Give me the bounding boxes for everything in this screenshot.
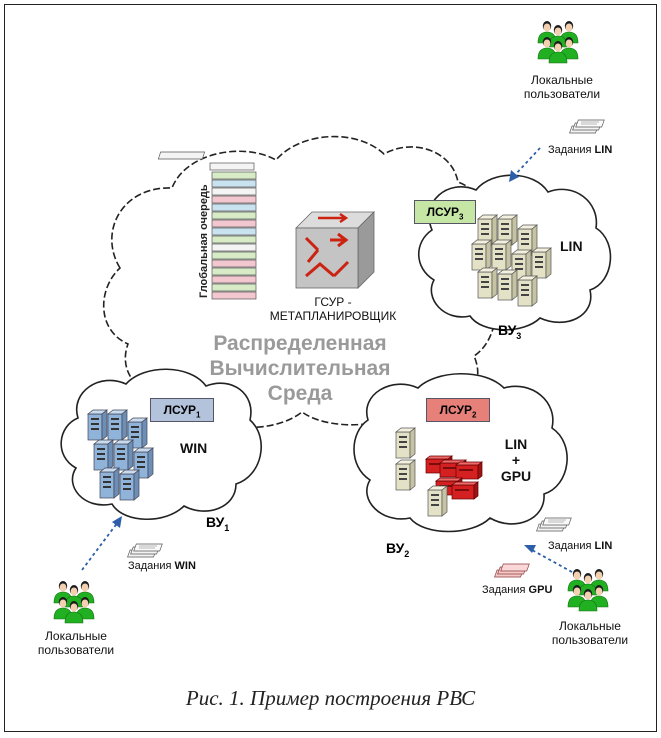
users-label-top-line-1: Локальные xyxy=(531,73,593,87)
tasks-lin-top-prefix: Задания xyxy=(548,144,592,156)
vu2-os-label: LIN + GPU xyxy=(494,436,538,484)
users-group-bottom-left xyxy=(54,581,94,623)
lsur3-badge: ЛСУР3 xyxy=(414,200,476,224)
metascheduler-icon xyxy=(295,211,375,289)
tasks-lin-bottom-prefix: Задания xyxy=(548,540,592,552)
vu1-label-text: ВУ xyxy=(206,514,225,530)
central-title-line-3: Среда xyxy=(267,381,333,405)
vu2-label: ВУ2 xyxy=(386,540,409,559)
users-group-top xyxy=(538,21,578,63)
users-label-bottom-right: Локальные пользователи xyxy=(538,619,642,648)
vu3-os-label: LIN xyxy=(560,238,583,254)
central-title-line-1: Распределенная xyxy=(213,332,387,355)
vu2-os-line-2: + xyxy=(511,452,521,469)
tasks-lin-label-top: Задания LIN xyxy=(548,144,612,157)
users-label-top-line-2: пользователи xyxy=(523,86,601,101)
users-label-bl-line-1: Локальные xyxy=(45,629,107,643)
central-title-line-2: Вычислительная xyxy=(209,356,391,380)
lsur2-badge: ЛСУР2 xyxy=(426,398,490,422)
metascheduler-label-line-1: ГСУР - xyxy=(314,295,352,309)
figure-caption: Рис. 1. Пример построения РВС xyxy=(185,686,476,710)
vu1-label-sub: 1 xyxy=(224,522,230,533)
users-label-top: Локальные пользователи xyxy=(510,73,614,102)
arrow-users-to-vu1 xyxy=(81,516,122,571)
vu1-label: ВУ1 xyxy=(206,514,229,533)
tasks-lin-top-type: LIN xyxy=(594,144,613,156)
tasks-win-type: WIN xyxy=(174,560,196,572)
vu2-os-line-3: GPU xyxy=(500,468,532,485)
vu1-os-label: WIN xyxy=(180,440,208,456)
cloud-vu2 xyxy=(353,373,568,533)
users-label-bl-line-2: пользователи xyxy=(37,642,115,657)
vu2-label-sub: 2 xyxy=(404,548,410,559)
users-label-br-line-2: пользователи xyxy=(551,632,629,647)
lsur1-badge-sub: 1 xyxy=(195,410,201,420)
global-queue-stack xyxy=(157,151,257,300)
tasks-win-prefix: Задания xyxy=(128,560,172,572)
users-group-bottom-right xyxy=(568,569,608,611)
tasks-lin-bottom-type: LIN xyxy=(594,540,613,552)
metascheduler-label: ГСУР - МЕТАПЛАНИРОВЩИК xyxy=(268,295,398,324)
lsur2-badge-label: ЛСУР xyxy=(439,403,472,417)
lsur3-badge-sub: 3 xyxy=(458,212,464,222)
vu3-label: ВУ3 xyxy=(498,322,521,341)
users-label-bottom-left: Локальные пользователи xyxy=(24,629,128,658)
vu2-label-text: ВУ xyxy=(386,540,405,556)
central-title: Распределенная Вычислительная Среда xyxy=(190,332,410,406)
lsur2-badge-sub: 2 xyxy=(471,410,477,420)
arrow-users-to-vu2 xyxy=(524,545,573,573)
vu2-os-line-1: LIN xyxy=(504,436,528,452)
global-queue-label: Глобальная очередь xyxy=(198,184,210,298)
tasks-gpu-type: GPU xyxy=(528,584,553,596)
lsur1-badge: ЛСУР1 xyxy=(150,398,214,422)
tasks-gpu-label: Задания GPU xyxy=(482,584,552,597)
vu3-label-text: ВУ xyxy=(498,322,517,338)
metascheduler-label-line-2: МЕТАПЛАНИРОВЩИК xyxy=(269,308,397,323)
tasks-gpu-prefix: Задания xyxy=(482,584,526,596)
vu3-label-sub: 3 xyxy=(516,330,522,341)
users-label-br-line-1: Локальные xyxy=(559,619,621,633)
lsur3-badge-label: ЛСУР xyxy=(426,205,459,219)
tasks-lin-label-bottom: Задания LIN xyxy=(548,540,612,553)
arrow-users-to-vu3 xyxy=(509,147,541,182)
lsur1-badge-label: ЛСУР xyxy=(163,403,196,417)
tasks-win-label: Задания WIN xyxy=(128,560,196,573)
